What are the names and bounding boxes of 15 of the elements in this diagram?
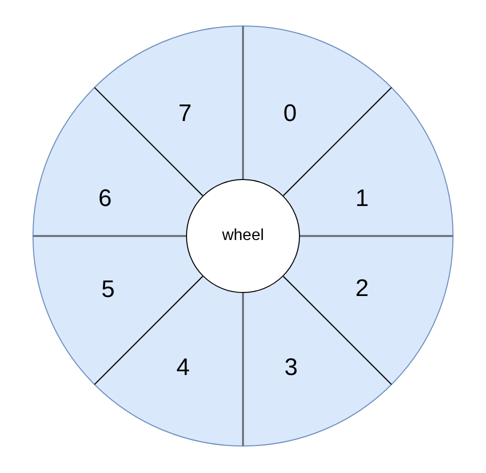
sector-number: 7	[178, 102, 192, 126]
sector-number: 6	[98, 187, 112, 211]
hub-label: wheel	[222, 228, 264, 244]
sector-number: 5	[101, 278, 115, 302]
sector-number: 4	[176, 356, 190, 380]
wheel-sector	[282, 86, 454, 237]
wheel-sector	[32, 86, 204, 238]
wheel-sector	[282, 235, 454, 386]
sector-number: 0	[283, 102, 297, 126]
wheel-sector	[32, 235, 204, 386]
wheel-sector	[93, 275, 245, 447]
wheel-sector	[242, 275, 393, 447]
sector-number: 2	[355, 277, 369, 301]
sector-number: 1	[355, 187, 369, 211]
sector-number: 3	[284, 356, 298, 380]
